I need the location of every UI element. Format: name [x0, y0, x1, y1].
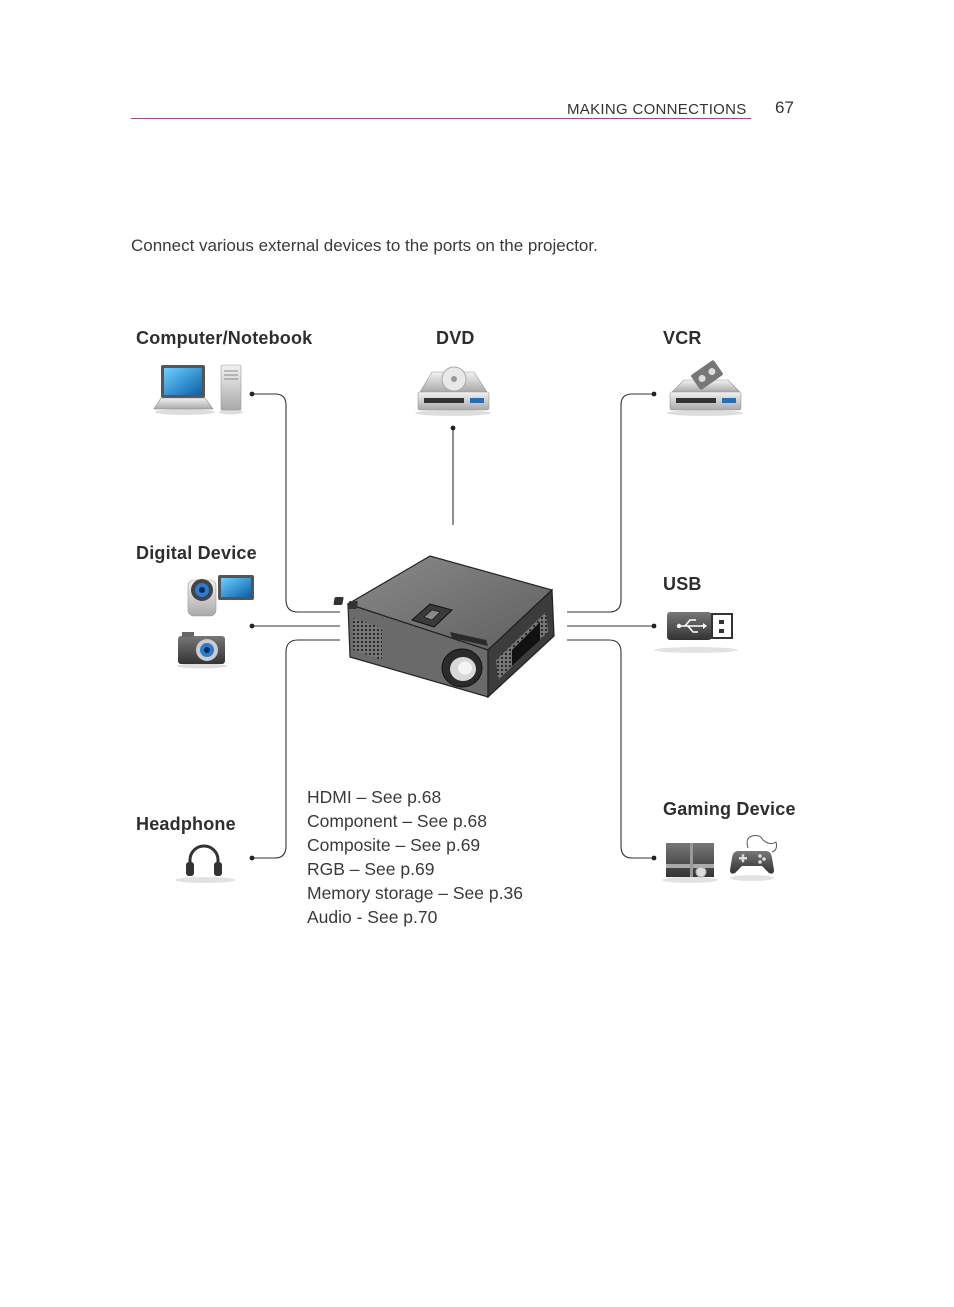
- port-reference-list: HDMI – See p.68 Component – See p.68 Com…: [307, 785, 523, 929]
- port-item-audio: Audio - See p.70: [307, 907, 438, 927]
- port-item-component: Component – See p.68: [307, 811, 487, 831]
- connector-dots: [249, 391, 657, 861]
- digital-device-label: Digital Device: [136, 543, 257, 563]
- dvd-label: DVD: [436, 328, 475, 348]
- camcorder-icon: [187, 575, 254, 617]
- dvd-player-icon: [415, 366, 491, 416]
- gamepad-icon: [730, 835, 777, 881]
- laptop-icon: [153, 365, 215, 415]
- projector-icon: [333, 555, 555, 699]
- usb-drive-icon: [654, 612, 738, 653]
- headphone-icon: [175, 844, 235, 883]
- port-item-rgb: RGB – See p.69: [307, 859, 435, 879]
- section-title: MAKING CONNECTIONS: [567, 101, 747, 118]
- game-console-icon: [662, 843, 718, 883]
- page-number: 67: [775, 98, 794, 117]
- computer-notebook-label: Computer/Notebook: [136, 328, 313, 348]
- port-item-composite: Composite – See p.69: [307, 835, 481, 855]
- header-rule: [131, 118, 751, 119]
- intro-text: Connect various external devices to the …: [131, 236, 598, 255]
- headphone-label: Headphone: [136, 814, 236, 834]
- vcr-label: VCR: [663, 328, 702, 348]
- connection-lines: [252, 393, 654, 859]
- port-item-memory-storage: Memory storage – See p.36: [307, 883, 523, 903]
- desktop-tower-icon: [219, 364, 243, 415]
- gaming-device-label: Gaming Device: [663, 799, 796, 819]
- port-item-hdmi: HDMI – See p.68: [307, 787, 442, 807]
- camera-icon: [177, 632, 227, 669]
- vcr-icon: [667, 360, 743, 416]
- usb-label: USB: [663, 574, 702, 594]
